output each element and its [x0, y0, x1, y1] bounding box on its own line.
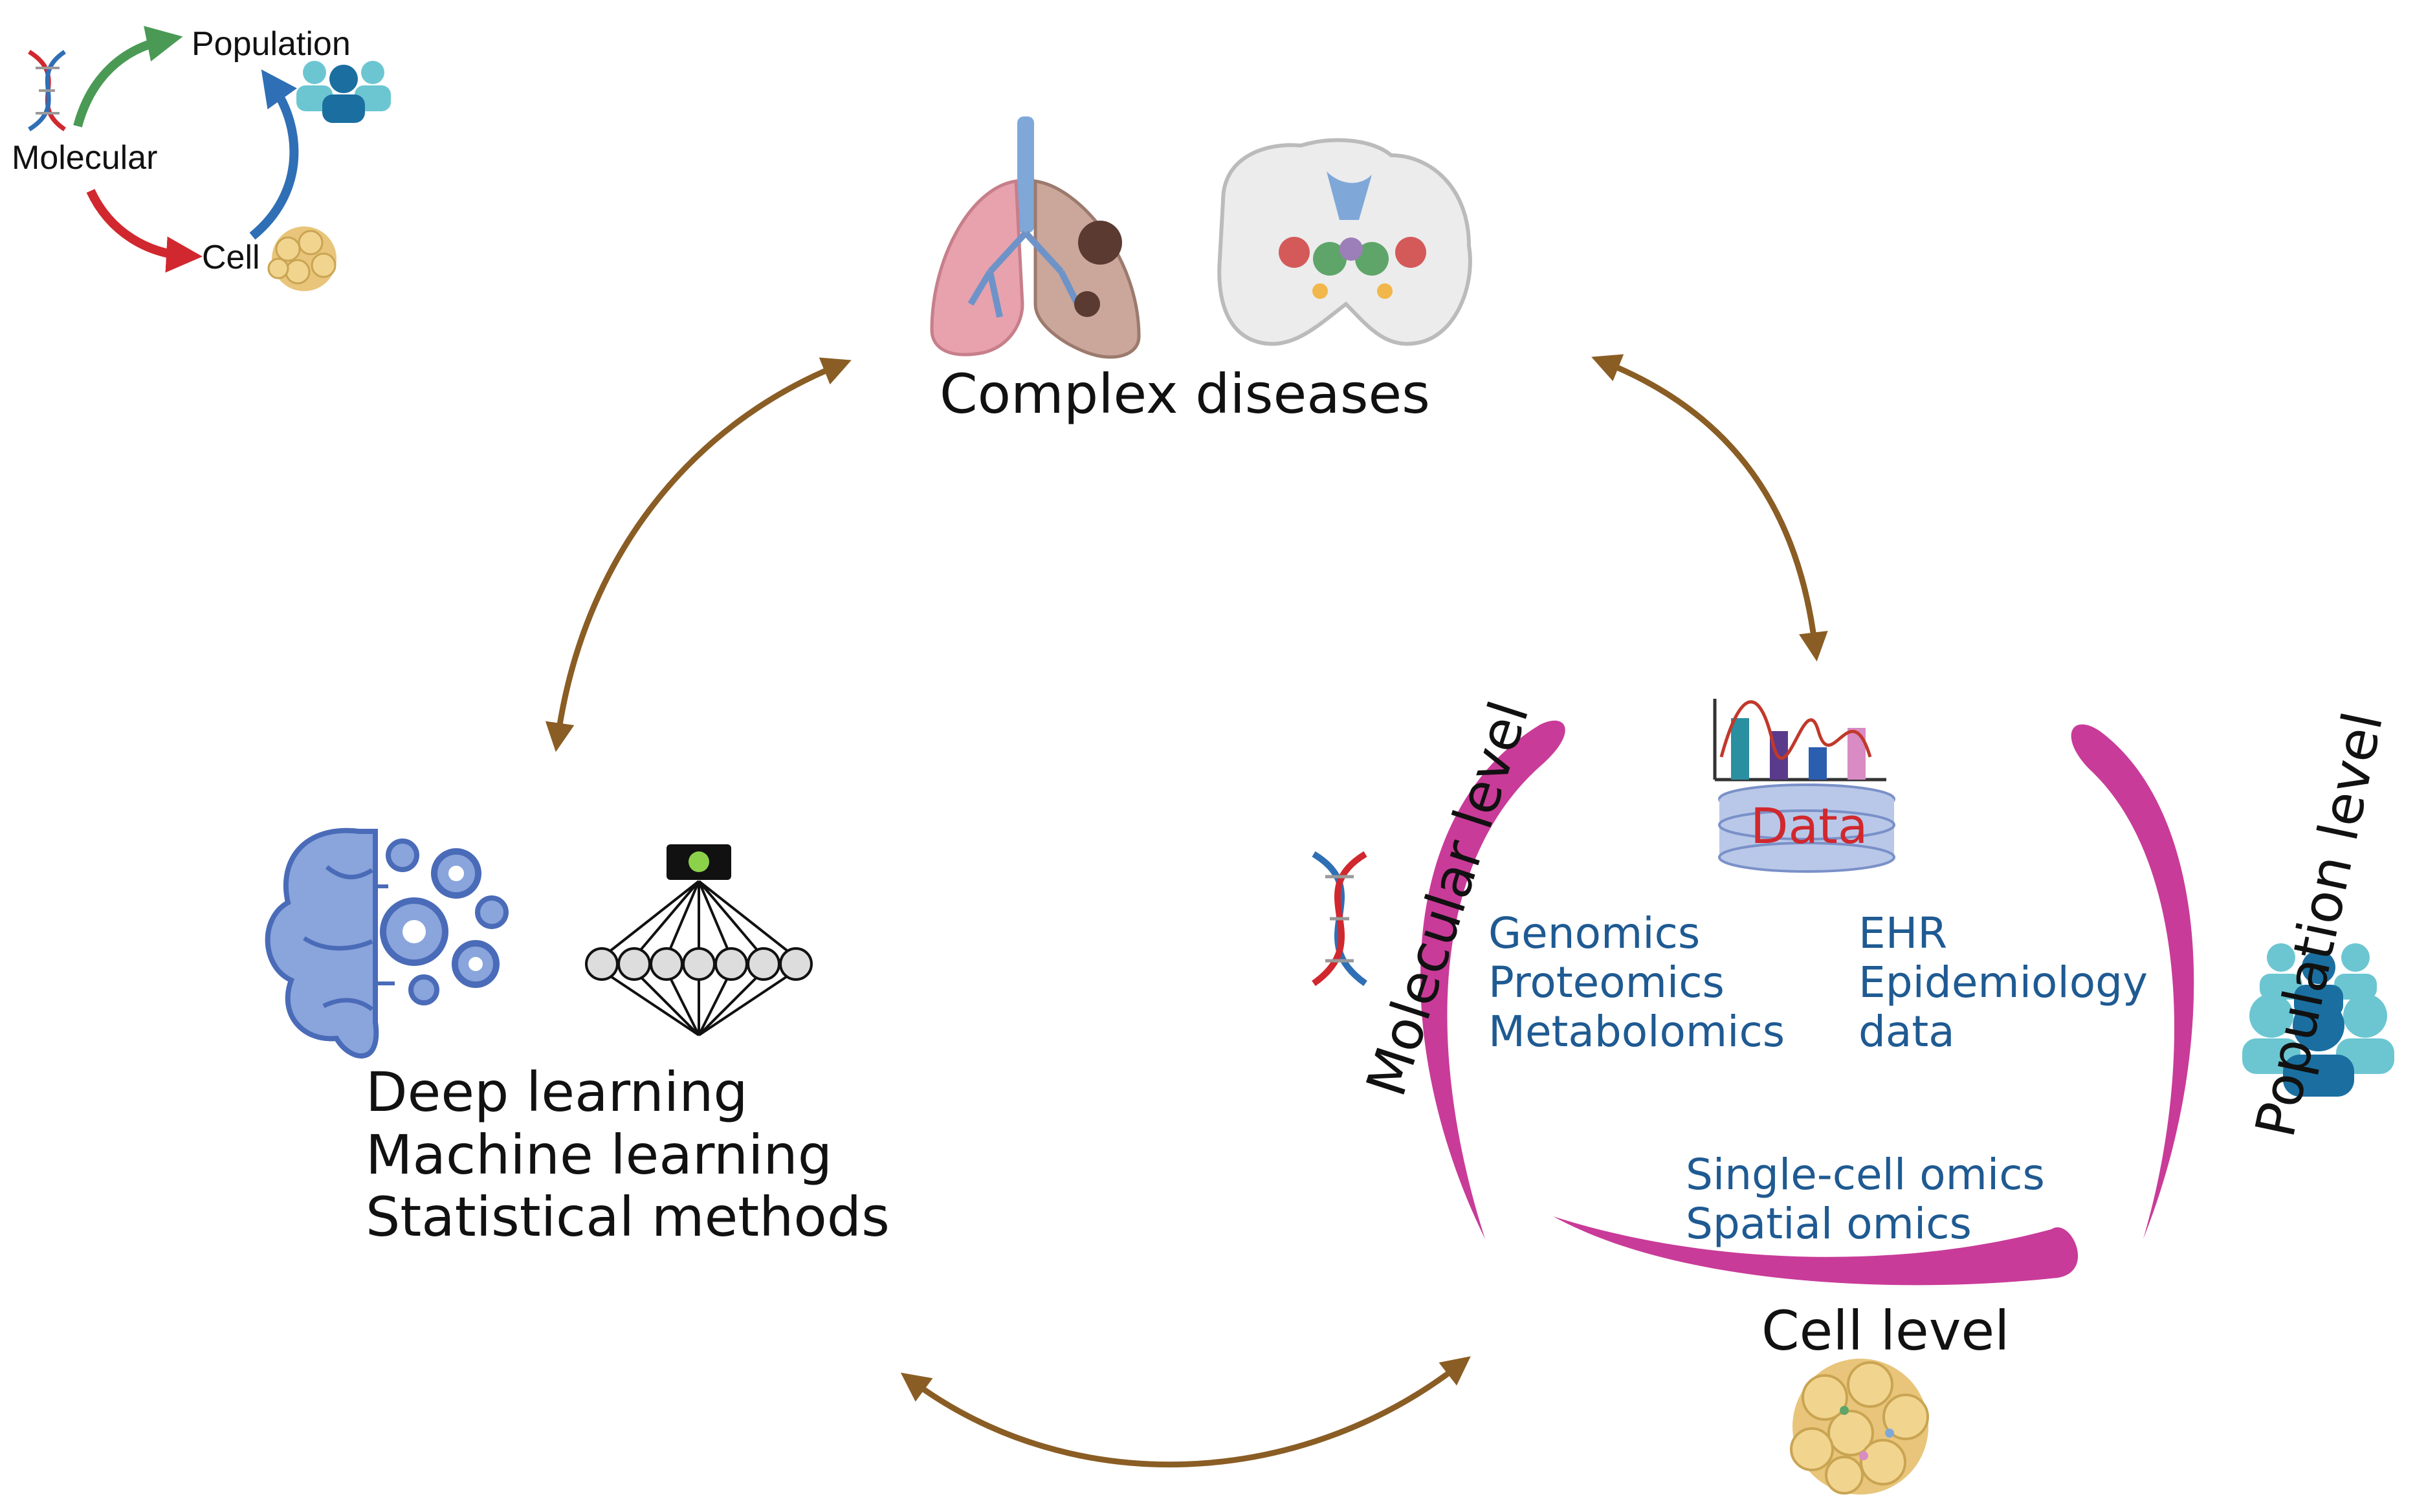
cell-cluster-icon: [1790, 1359, 1929, 1495]
lungs-icon: [930, 116, 1141, 359]
arrow-diseases-to-data: [1591, 354, 1828, 662]
inset-arrow-cell-to-population: [249, 69, 299, 240]
population-people-icon: [2242, 943, 2394, 1097]
method-statistical: Statistical methods: [366, 1185, 890, 1249]
data-data: data: [1858, 1006, 1955, 1057]
inset-arrow-molecular-to-cell: [86, 189, 203, 273]
omics-metabolomics: Metabolomics: [1488, 1006, 1785, 1057]
neural-network-icon: [585, 844, 813, 1036]
cell-level-label: Cell level: [1761, 1299, 2010, 1363]
population-data-list: EHR Epidemiology data: [1858, 909, 2148, 1057]
data-ehr: EHR: [1858, 908, 1948, 958]
molecular-dna-icon: [1312, 851, 1367, 987]
inset-cell-label: Cell: [202, 239, 260, 276]
omics-single-cell: Single-cell omics: [1686, 1150, 2045, 1200]
method-deep-learning: Deep learning: [366, 1060, 748, 1124]
omics-proteomics: Proteomics: [1488, 957, 1725, 1007]
inset-dna-icon: [28, 50, 66, 131]
inset-people-icon: [296, 61, 391, 123]
inset-population-label: Population: [192, 25, 351, 63]
methods-list: Deep learning Machine learning Statistic…: [366, 1061, 890, 1249]
data-epidemiology: Epidemiology: [1858, 957, 2148, 1007]
brain-icon: [1217, 138, 1472, 346]
inset-arrow-molecular-to-population: [73, 26, 183, 127]
molecular-level-arc: [1420, 720, 1565, 1239]
data-chart-icon: [1713, 699, 1886, 782]
arrow-methods-to-data: [900, 1356, 1471, 1468]
omics-spatial: Spatial omics: [1686, 1198, 1972, 1249]
database-icon: [1718, 783, 1895, 873]
molecular-omics-list: Genomics Proteomics Metabolomics: [1488, 909, 1785, 1057]
inset-molecular-label: Molecular: [12, 139, 158, 177]
method-machine-learning: Machine learning: [366, 1123, 833, 1187]
diseases-title: Complex diseases: [940, 362, 1430, 426]
cell-level-arc: [1553, 1216, 2079, 1286]
cell-omics-list: Single-cell omics Spatial omics: [1686, 1150, 2045, 1249]
brain-gears-icon: [265, 827, 509, 1059]
population-level-arc: [2071, 724, 2194, 1239]
arrow-diseases-to-methods: [545, 357, 852, 752]
data-label: Data: [1750, 797, 1868, 855]
omics-genomics: Genomics: [1488, 908, 1701, 958]
inset-cell-cluster-icon: [267, 226, 336, 291]
